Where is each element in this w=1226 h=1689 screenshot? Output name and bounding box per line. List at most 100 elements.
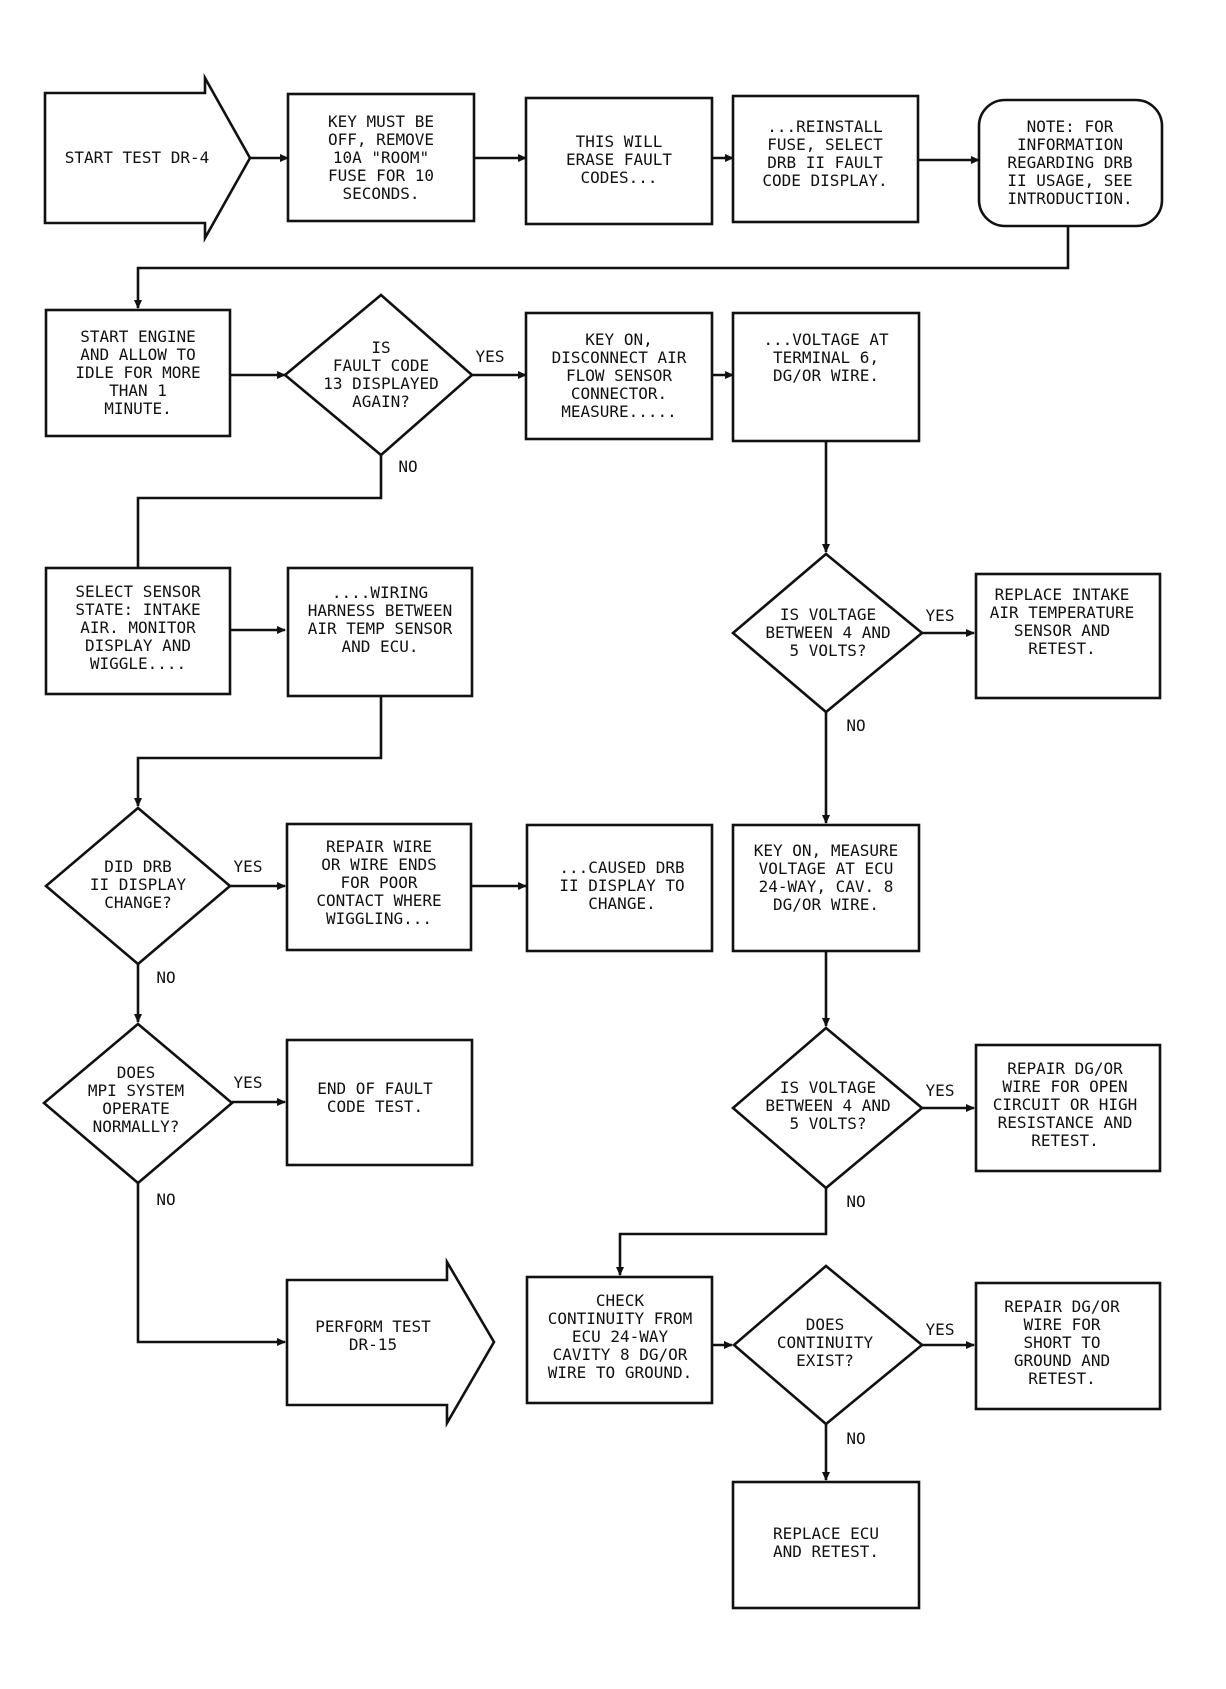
- volt-q1-diamond: [730, 552, 925, 714]
- text-line: MINUTE.: [104, 399, 171, 418]
- repair-wire-box: [285, 822, 473, 952]
- text-line: THAN 1: [109, 381, 167, 400]
- repair-open-box: [974, 1043, 1162, 1173]
- text-line: 24-WAY, CAV. 8: [759, 877, 894, 896]
- perform-arrow-shape: [285, 1257, 496, 1428]
- text-line: FOR POOR: [340, 873, 417, 892]
- text-line: DISPLAY AND: [85, 636, 191, 655]
- yes-label: YES: [926, 1320, 955, 1339]
- connector-note-to-start-engine: [134, 226, 1070, 309]
- text-line: ...VOLTAGE AT: [763, 330, 889, 349]
- text-line: CONTACT WHERE: [316, 891, 441, 910]
- text-line: AND ECU.: [341, 637, 418, 656]
- text-line: RETEST.: [1028, 1369, 1095, 1388]
- key-on-disconnect-box: [524, 311, 714, 441]
- text-line: CODE DISPLAY.: [762, 171, 887, 190]
- yes-label: YES: [234, 857, 263, 876]
- text-line: 10A "ROOM": [333, 148, 429, 167]
- text-line: NOTE: FOR: [1027, 117, 1114, 136]
- text-line: HARNESS BETWEEN: [308, 601, 453, 620]
- text-line: THIS WILL: [576, 132, 663, 151]
- key-on-ecu-box: [731, 823, 921, 953]
- text-line: SHORT TO: [1023, 1333, 1100, 1352]
- text-line: END OF FAULT: [317, 1079, 433, 1098]
- key-off-box: [286, 92, 476, 223]
- text-line: REPLACE ECU: [773, 1524, 879, 1543]
- text-line: ...REINSTALL: [767, 117, 883, 136]
- text-line: REPAIR DG/OR: [1004, 1297, 1120, 1316]
- yes-label: YES: [476, 347, 505, 366]
- text-line: STATE: INTAKE: [75, 600, 200, 619]
- connector-wiring-to-drb: [134, 696, 383, 807]
- text-line: II USAGE, SEE: [1007, 171, 1132, 190]
- text-line: 5 VOLTS?: [789, 641, 866, 660]
- text-line: GROUND AND: [1014, 1351, 1110, 1370]
- volt-q2-diamond: [731, 1026, 925, 1190]
- fault13-diamond: [282, 293, 474, 457]
- select-sensor-box: [44, 566, 232, 696]
- text-line: WIRE FOR OPEN: [1002, 1077, 1127, 1096]
- wiring-harness-box: [286, 566, 474, 698]
- text-line: CHANGE.: [588, 894, 655, 913]
- text-line: REPAIR WIRE: [326, 837, 432, 856]
- text-line: SECONDS.: [342, 184, 419, 203]
- text-line: INFORMATION: [1017, 135, 1123, 154]
- start-arrow-shape: [43, 73, 252, 243]
- voltage-terminal-box: [731, 311, 921, 443]
- no-label: NO: [156, 968, 175, 987]
- text-line: EXIST?: [796, 1351, 854, 1370]
- drb-change-diamond: [43, 806, 233, 966]
- text-line: KEY MUST BE: [328, 112, 434, 131]
- text-line: PERFORM TEST: [315, 1317, 431, 1336]
- start-text: START TEST DR-4: [65, 148, 210, 167]
- text-line: DOES: [806, 1315, 845, 1334]
- note-box: [977, 98, 1164, 228]
- yes-label: YES: [926, 1081, 955, 1100]
- text-line: VOLTAGE AT ECU: [759, 859, 894, 878]
- text-line: WIGGLE....: [90, 654, 186, 673]
- text-line: ERASE FAULT: [566, 150, 672, 169]
- text-line: TERMINAL 6,: [773, 348, 879, 367]
- text-line: IS VOLTAGE: [780, 605, 876, 624]
- text-line: II DISPLAY: [90, 875, 187, 894]
- no-label: NO: [846, 1429, 865, 1448]
- text-line: ....WIRING: [332, 583, 428, 602]
- no-label: NO: [846, 1192, 865, 1211]
- repair-short-box: [974, 1281, 1162, 1411]
- text-line: AIR. MONITOR: [80, 618, 196, 637]
- text-line: IS: [371, 338, 390, 357]
- text-line: SENSOR AND: [1014, 621, 1110, 640]
- text-line: CODE TEST.: [327, 1097, 423, 1116]
- text-line: START TEST DR-4: [65, 148, 210, 167]
- text-line: RETEST.: [1028, 639, 1095, 658]
- text-line: CODES...: [580, 168, 657, 187]
- text-line: AIR TEMPERATURE: [990, 603, 1135, 622]
- text-line: ECU 24-WAY: [572, 1327, 669, 1346]
- replace-ecu-box: [731, 1480, 921, 1610]
